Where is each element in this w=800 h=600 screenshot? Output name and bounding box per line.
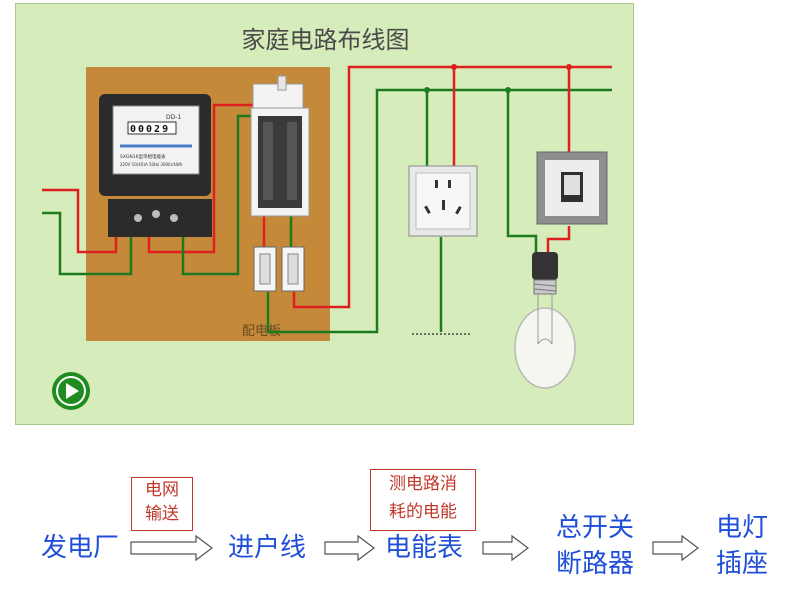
switch-to-lamp xyxy=(546,226,571,252)
arrow-right-icon xyxy=(324,534,375,562)
arrow-right-icon xyxy=(482,534,529,562)
flow-node-power-plant: 发电厂 xyxy=(40,533,119,563)
neutral-main-wire xyxy=(266,88,612,334)
arrow-right-icon xyxy=(652,534,699,562)
circuit-breaker-icon xyxy=(250,75,310,217)
light-bulb-icon xyxy=(514,252,576,389)
socket-icon xyxy=(408,165,478,237)
lamp-neutral-drop xyxy=(506,90,538,252)
wall-switch-icon xyxy=(536,151,608,225)
meter-reading: 00029 xyxy=(130,124,170,135)
wiring-diagram: DD-1 00029 SXGN16型单相电能表 220V 10(40)A 50H… xyxy=(42,64,612,410)
flow-node-lamp-socket: 电灯 插座 xyxy=(715,513,768,579)
play-icon xyxy=(66,383,79,399)
play-button[interactable] xyxy=(52,372,90,410)
fuse-icon xyxy=(253,246,305,292)
incoming-live-wire xyxy=(42,188,118,254)
meter-specs: 220V 10(40)A 50Hz 3000r/kWh xyxy=(120,162,183,167)
note-meter-purpose: 测电路消 耗的电能 xyxy=(370,469,476,531)
note-grid-transmission: 电网 输送 xyxy=(131,477,193,531)
meter-name: SXGN16型单相电能表 xyxy=(120,153,166,160)
diagram-title: 家庭电路布线图 xyxy=(241,26,410,54)
meter-model: DD-1 xyxy=(166,114,181,121)
flow-node-meter: 电能表 xyxy=(384,533,463,563)
arrow-right-icon xyxy=(130,534,213,562)
distribution-board-label: 配电板 xyxy=(242,324,282,339)
flow-node-service-line: 进户线 xyxy=(227,533,306,563)
flow-chart: 发电厂 进户线 电能表 总开关 断路器 电灯 插座 电网 输送 测电路消 耗的电… xyxy=(0,440,800,600)
live-main-wire xyxy=(292,65,612,309)
diagram-panel: 家庭电路布线图 配电板 xyxy=(15,3,634,425)
flow-node-breaker: 总开关 断路器 xyxy=(555,513,634,579)
flow-arrows xyxy=(130,534,699,562)
electric-meter-icon xyxy=(99,94,212,237)
incoming-neutral-wire xyxy=(42,211,133,276)
